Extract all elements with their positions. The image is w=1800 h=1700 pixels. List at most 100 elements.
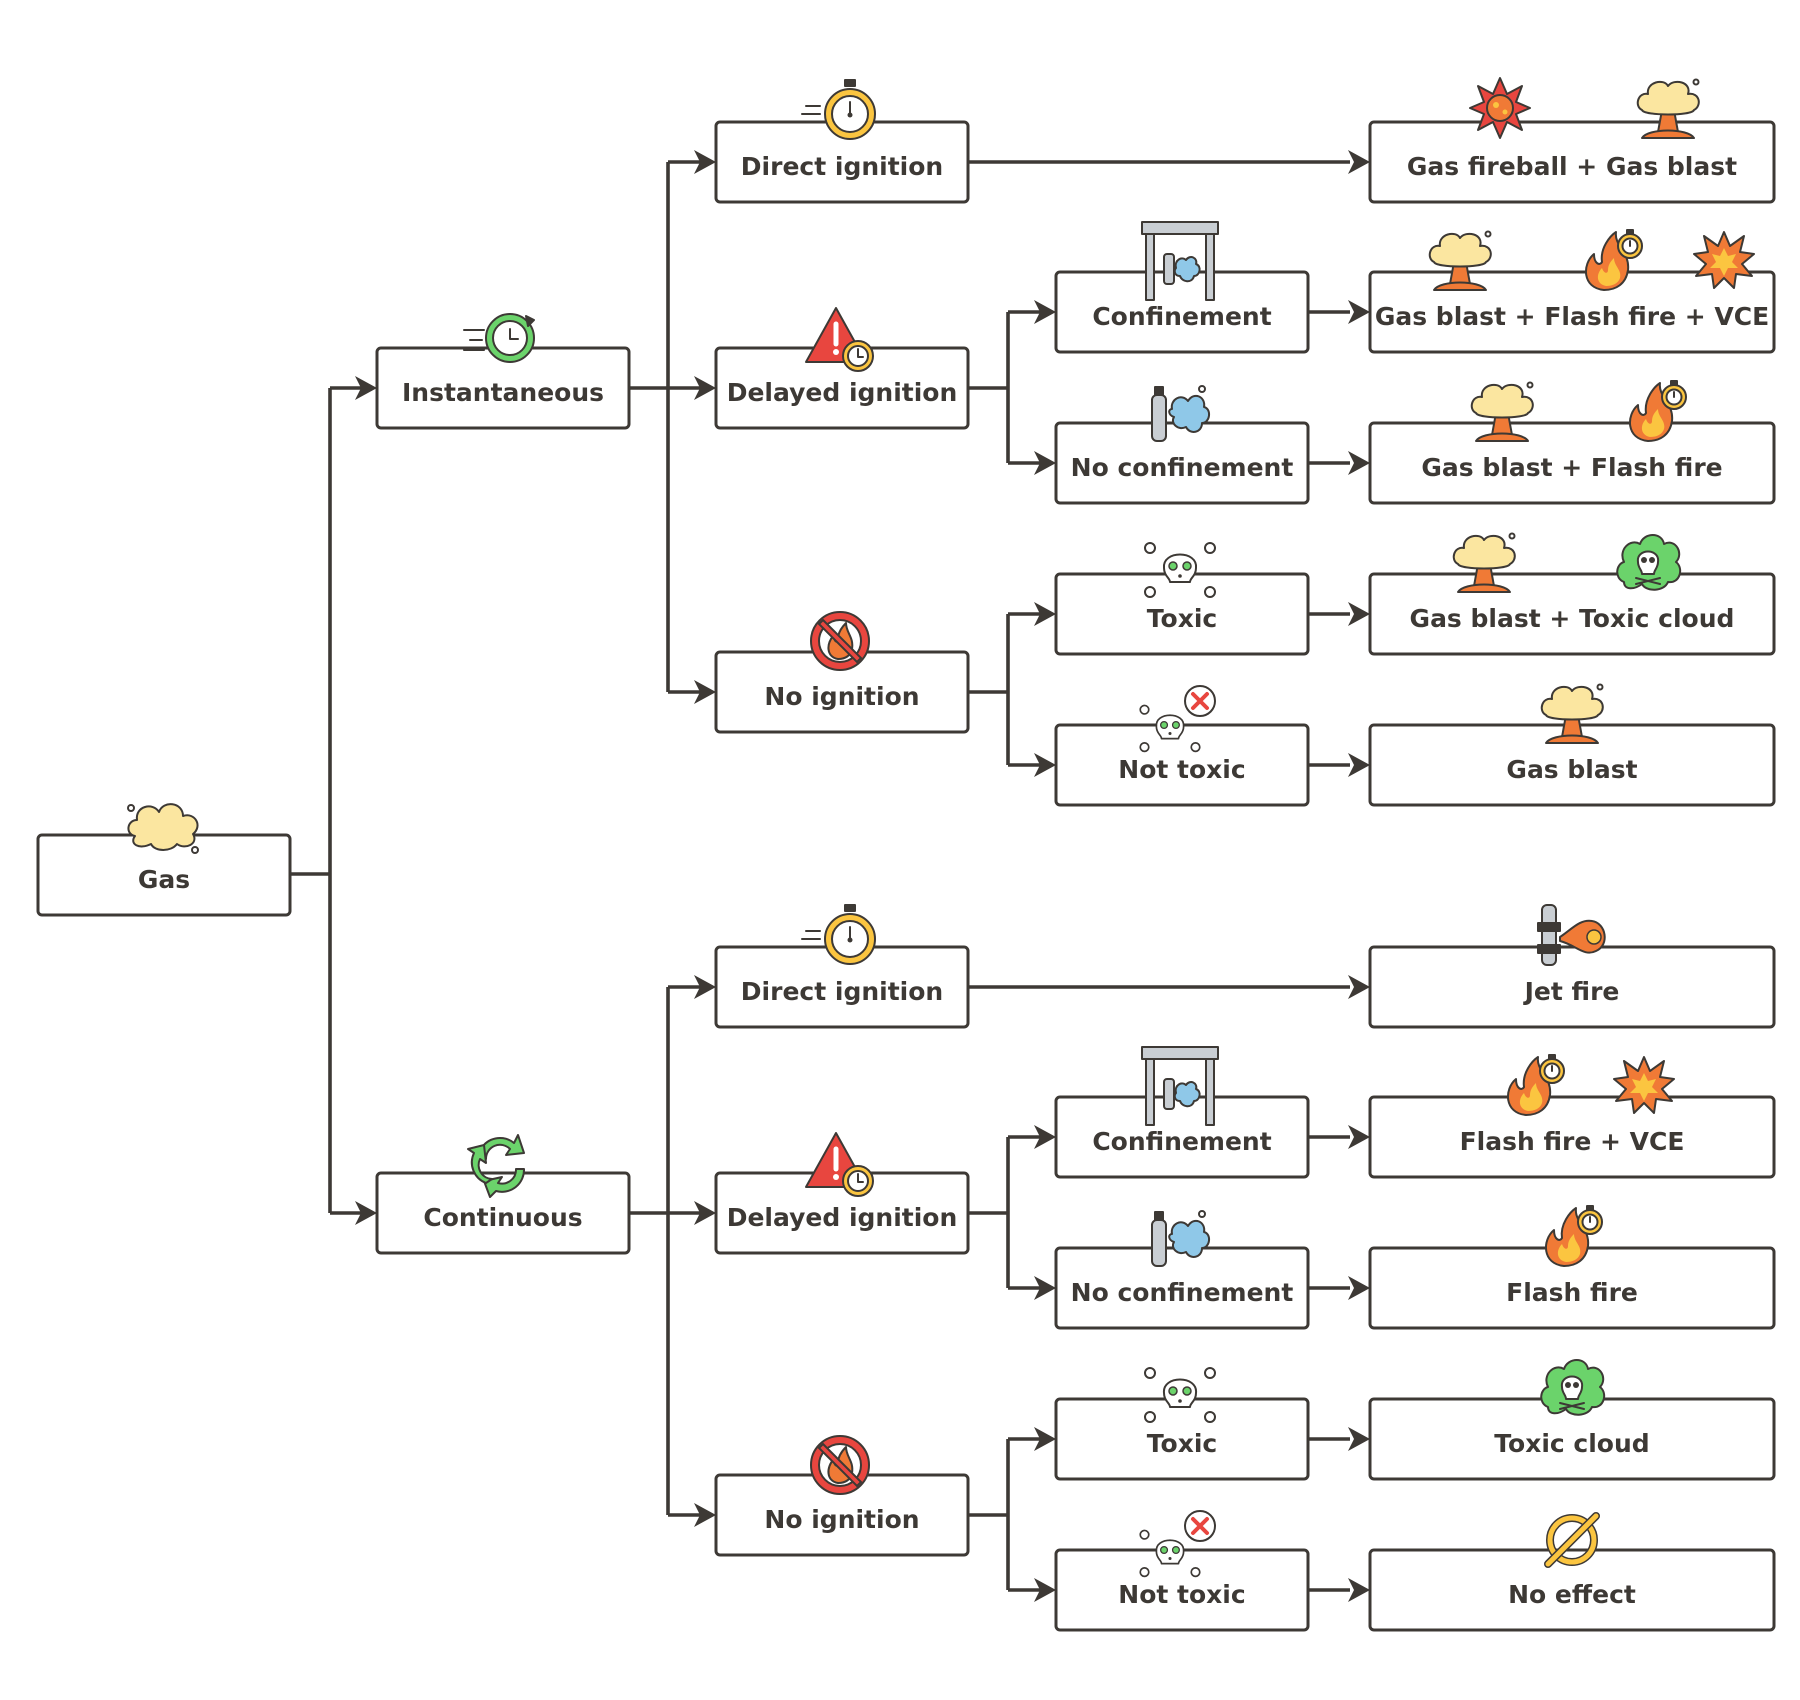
node-label: Toxic xyxy=(1147,1429,1217,1458)
node-label: Direct ignition xyxy=(741,152,943,181)
outcome-cont-confinement: Flash fire + VCE xyxy=(1368,1054,1776,1179)
arrowhead xyxy=(1034,1427,1056,1451)
node-label: Confinement xyxy=(1092,1127,1271,1156)
toxic-cloud-icon xyxy=(1616,534,1682,591)
connector-outcomes xyxy=(1308,310,1350,1592)
node-gas: Gas xyxy=(36,803,292,917)
arrowhead xyxy=(694,680,716,704)
fireball-icon xyxy=(1469,77,1531,139)
outcome-inst-no-confinement: Gas blast + Flash fire xyxy=(1368,380,1776,505)
outcome-label: Gas blast xyxy=(1506,755,1637,784)
node-cont-confinement: Confinement xyxy=(1054,1046,1310,1179)
arrowhead xyxy=(694,1201,716,1225)
connector-cont-noignition xyxy=(968,1437,1040,1592)
warning-clock-icon xyxy=(806,308,873,371)
arrowhead xyxy=(1348,150,1370,174)
arrowhead xyxy=(1348,1125,1370,1149)
arrowhead xyxy=(694,975,716,999)
node-inst-direct-ignition: Direct ignition xyxy=(714,79,970,204)
node-cont-toxic: Toxic xyxy=(1054,1368,1310,1481)
outcome-label: Toxic cloud xyxy=(1494,1429,1649,1458)
arrowhead xyxy=(1034,300,1056,324)
node-inst-no-ignition: No ignition xyxy=(714,611,970,734)
gas-cloud-icon xyxy=(127,803,199,854)
arrowhead xyxy=(694,1503,716,1527)
arrowhead xyxy=(1034,451,1056,475)
connector-inst-ignition xyxy=(628,160,700,694)
node-label: Not toxic xyxy=(1118,755,1245,784)
arrowhead xyxy=(1348,1427,1370,1451)
outcome-inst-direct: Gas fireball + Gas blast xyxy=(1368,77,1776,204)
arrowhead xyxy=(1348,602,1370,626)
node-inst-confinement: Confinement xyxy=(1054,221,1310,354)
no-fire-icon xyxy=(810,1435,870,1495)
node-cont-not-toxic: Not toxic xyxy=(1054,1511,1310,1632)
outcome-label: Gas blast + Toxic cloud xyxy=(1410,604,1735,633)
arrowheads xyxy=(355,150,1370,1602)
outcome-label: Gas blast + Flash fire + VCE xyxy=(1375,302,1769,331)
arrowhead xyxy=(1034,1125,1056,1149)
outcome-cont-direct: Jet fire xyxy=(1368,904,1776,1029)
connector-cont-delayed xyxy=(968,1135,1040,1290)
arrowhead xyxy=(1348,300,1370,324)
outcome-inst-toxic: Gas blast + Toxic cloud xyxy=(1368,532,1776,656)
node-label: Not toxic xyxy=(1118,1580,1245,1609)
node-continuous: Continuous xyxy=(375,1134,631,1255)
outcome-inst-confinement: Gas blast + Flash fire + VCE xyxy=(1368,229,1776,354)
outcome-cont-toxic: Toxic cloud xyxy=(1368,1359,1776,1481)
node-cont-direct-ignition: Direct ignition xyxy=(714,904,970,1029)
arrowhead xyxy=(1034,753,1056,777)
connector-inst-noignition xyxy=(968,612,1040,767)
node-instantaneous: Instantaneous xyxy=(375,313,631,430)
warning-clock-icon xyxy=(806,1133,873,1196)
arrowhead xyxy=(1348,1276,1370,1300)
outcome-label: No effect xyxy=(1508,1580,1636,1609)
diagram-nodes: Gas Instantaneous Continuous Direct igni… xyxy=(36,77,1776,1632)
node-label: No confinement xyxy=(1071,453,1294,482)
arrowhead xyxy=(355,376,377,400)
arrowhead xyxy=(1348,975,1370,999)
node-cont-delayed-ignition: Delayed ignition xyxy=(714,1133,970,1255)
node-label: Toxic xyxy=(1147,604,1217,633)
node-label: No confinement xyxy=(1071,1278,1294,1307)
node-label-continuous: Continuous xyxy=(423,1203,582,1232)
node-inst-no-confinement: No confinement xyxy=(1054,385,1310,505)
node-label: Delayed ignition xyxy=(727,1203,958,1232)
toxic-cloud-icon xyxy=(1540,1359,1606,1416)
node-label: No ignition xyxy=(764,682,919,711)
node-label: Delayed ignition xyxy=(727,378,958,407)
arrowhead xyxy=(1348,1578,1370,1602)
outcome-cont-no-confinement: Flash fire xyxy=(1368,1205,1776,1330)
outcome-label: Gas fireball + Gas blast xyxy=(1407,152,1737,181)
arrowhead xyxy=(355,1201,377,1225)
arrowhead xyxy=(1034,602,1056,626)
connector-inst-delayed xyxy=(968,310,1040,465)
node-inst-toxic: Toxic xyxy=(1054,543,1310,656)
arrowhead xyxy=(1034,1276,1056,1300)
node-label-gas: Gas xyxy=(138,865,190,894)
outcome-label: Jet fire xyxy=(1523,977,1620,1006)
outcome-label: Flash fire + VCE xyxy=(1460,1127,1685,1156)
outcome-inst-not-toxic: Gas blast xyxy=(1368,683,1776,807)
outcome-label: Flash fire xyxy=(1506,1278,1638,1307)
arrowhead xyxy=(1348,451,1370,475)
node-inst-not-toxic: Not toxic xyxy=(1054,686,1310,807)
arrowhead xyxy=(694,376,716,400)
connector-cont-ignition xyxy=(628,985,700,1517)
outcome-cont-not-toxic: No effect xyxy=(1368,1516,1776,1632)
outcome-label: Gas blast + Flash fire xyxy=(1421,453,1722,482)
node-inst-delayed-ignition: Delayed ignition xyxy=(714,308,970,430)
connector-gas-release xyxy=(290,388,332,1213)
arrowhead xyxy=(1034,1578,1056,1602)
node-label: Confinement xyxy=(1092,302,1271,331)
node-cont-no-confinement: No confinement xyxy=(1054,1210,1310,1330)
arrowhead xyxy=(1348,753,1370,777)
no-fire-icon xyxy=(810,611,870,671)
node-cont-no-ignition: No ignition xyxy=(714,1435,970,1557)
connector-lines xyxy=(290,160,1350,1592)
arrowhead xyxy=(694,150,716,174)
node-label: Direct ignition xyxy=(741,977,943,1006)
node-label: No ignition xyxy=(764,1505,919,1534)
